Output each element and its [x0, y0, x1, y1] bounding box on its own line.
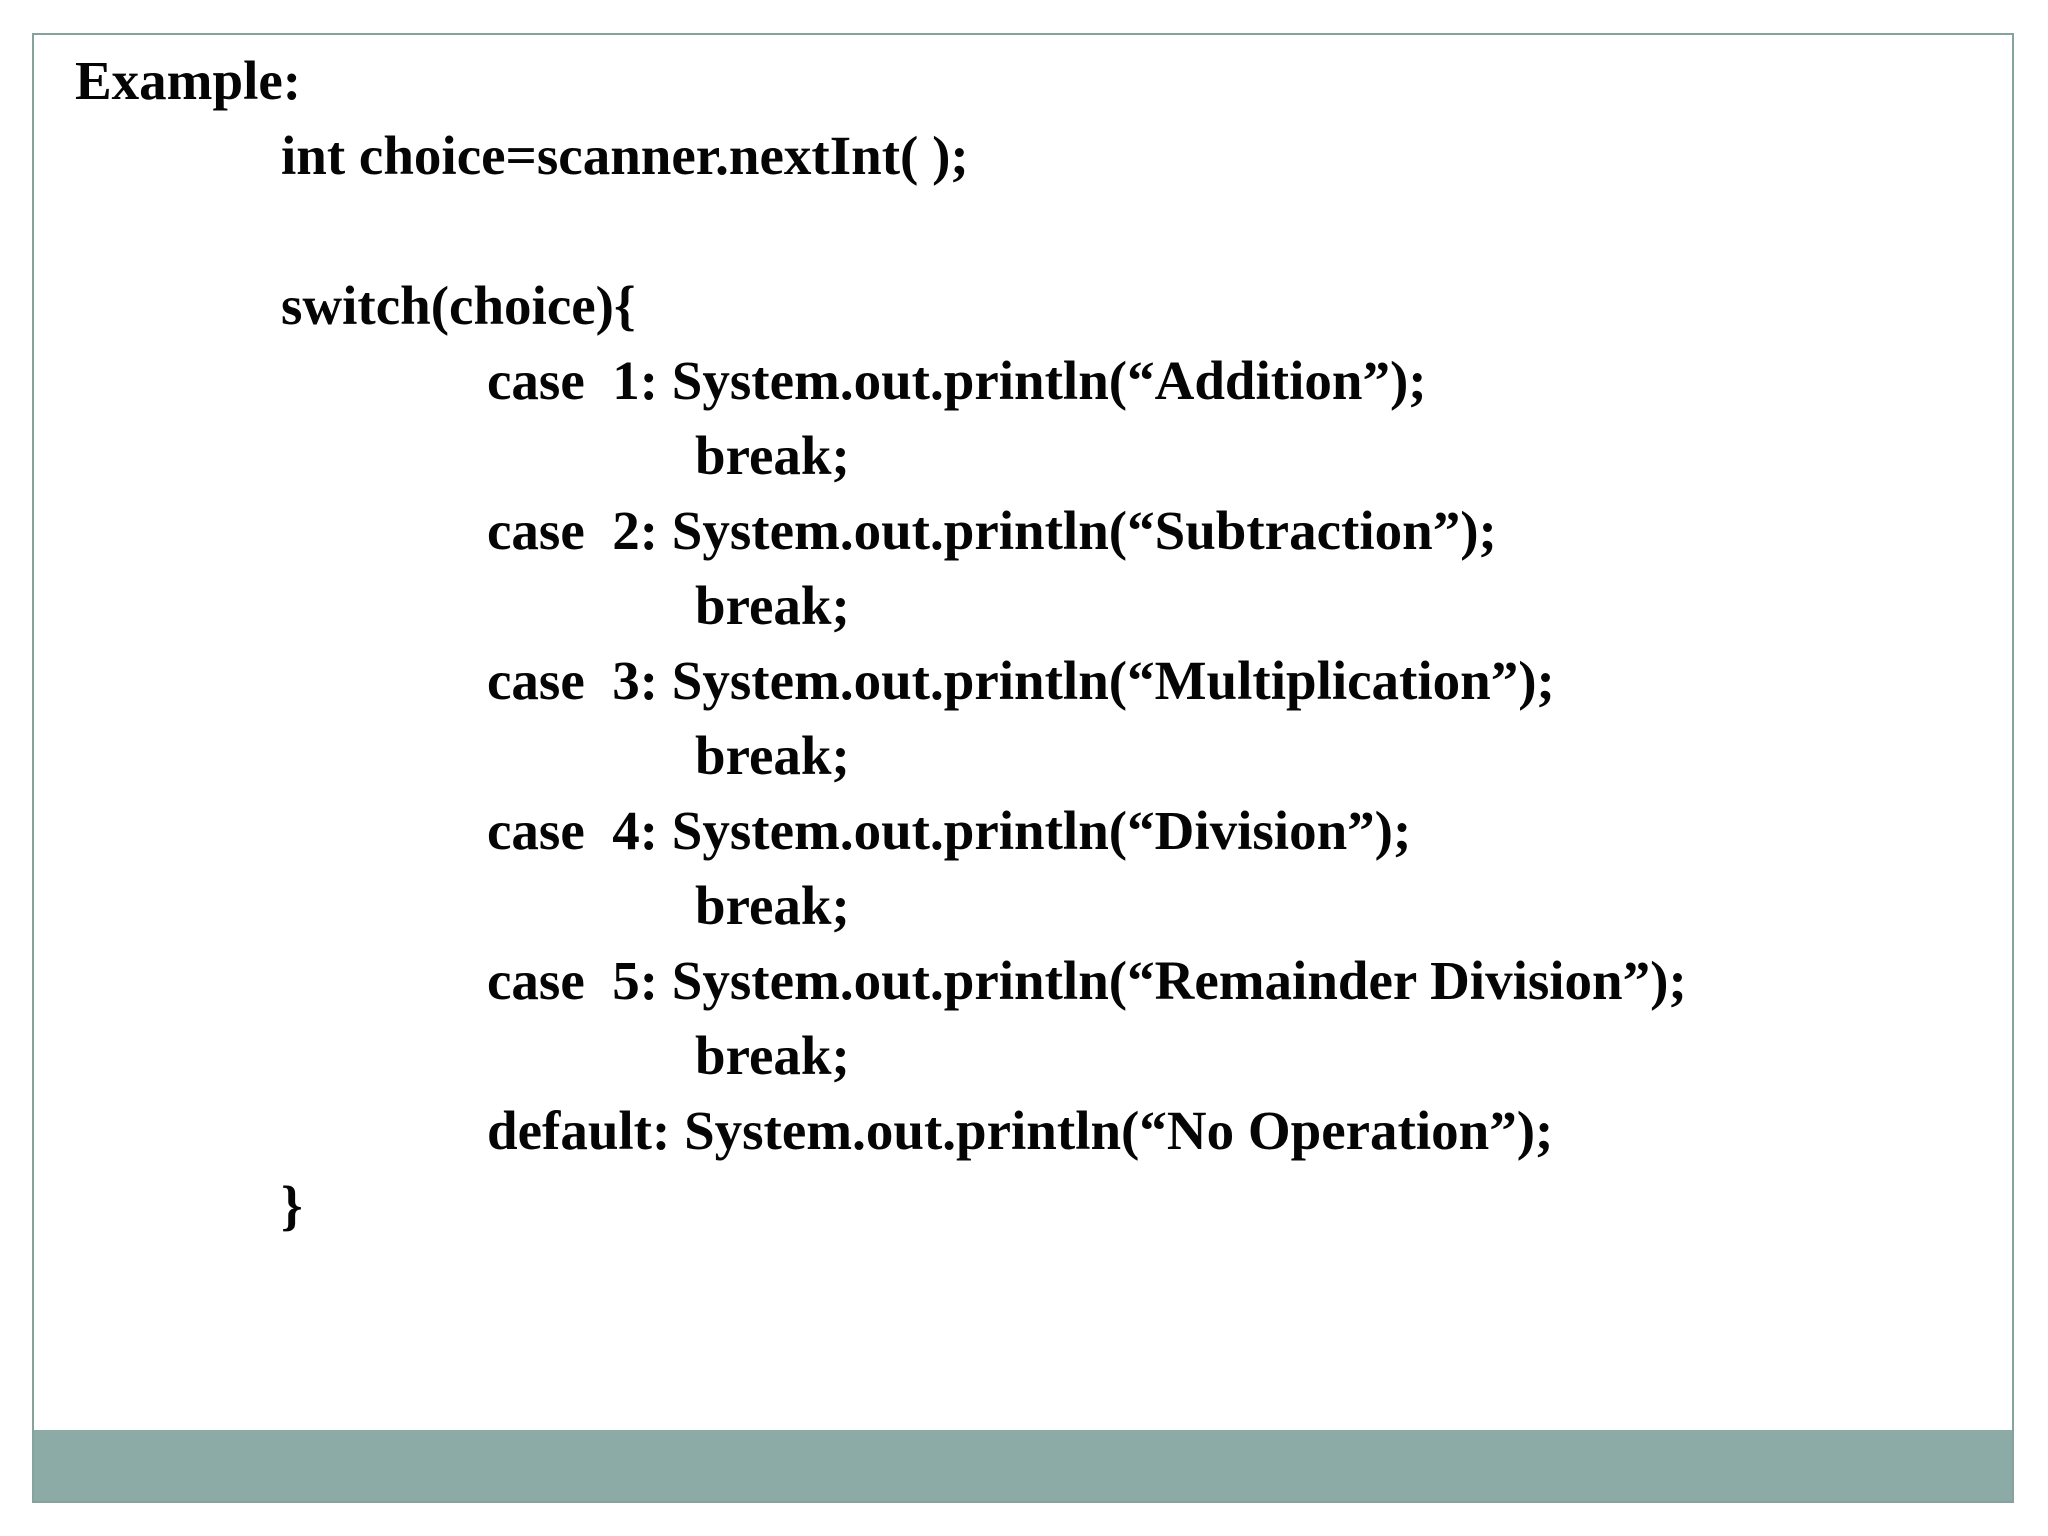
code-line: break;: [695, 725, 850, 786]
code-line: case 3: System.out.println(“Multiplicati…: [487, 650, 1555, 711]
code-line: break;: [695, 575, 850, 636]
code-line: Example:: [75, 50, 302, 111]
code-line: [75, 193, 2002, 268]
code-line: case 4: System.out.println(“Division”);: [487, 800, 1412, 861]
code-line: break;: [695, 875, 850, 936]
code-line: int choice=scanner.nextInt( );: [281, 125, 969, 186]
code-line: break;: [695, 425, 850, 486]
code-line: case 5: System.out.println(“Remainder Di…: [487, 950, 1687, 1011]
code-block: Example: int choice=scanner.nextInt( ); s…: [75, 43, 2002, 1243]
slide: Example: int choice=scanner.nextInt( ); s…: [32, 33, 2014, 1503]
code-line: break;: [695, 1025, 850, 1086]
footer-bar: [34, 1430, 2012, 1501]
code-line: case 1: System.out.println(“Addition”);: [487, 350, 1427, 411]
code-line: switch(choice){: [281, 275, 636, 336]
code-line: case 2: System.out.println(“Subtraction”…: [487, 500, 1497, 561]
code-line: default: System.out.println(“No Operatio…: [487, 1100, 1554, 1161]
code-line: }: [281, 1175, 303, 1236]
